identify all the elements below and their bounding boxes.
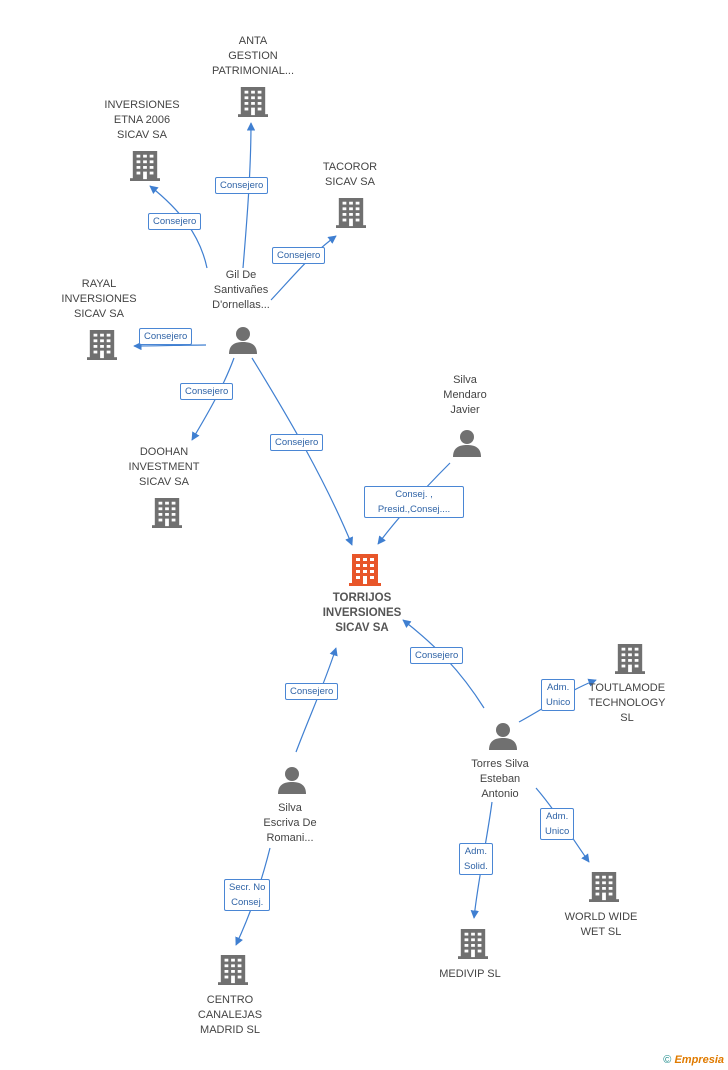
- escriva-label[interactable]: Silva Escriva De Romani...: [263, 802, 317, 844]
- etna-label[interactable]: INVERSIONES ETNA 2006 SICAV SA: [104, 99, 180, 141]
- escriva-person-icon[interactable]: [277, 765, 307, 800]
- gil-label[interactable]: Gil De Santivañes D'ornellas...: [212, 269, 270, 311]
- relation-toutlamode[interactable]: Adm. Unico: [541, 679, 576, 711]
- main-company-label[interactable]: TORRIJOS INVERSIONES SICAV SA: [322, 592, 402, 634]
- worldwide-label[interactable]: WORLD WIDE WET SL: [564, 911, 638, 938]
- edge-gil-rayal: [133, 341, 207, 351]
- mendaro-label[interactable]: Silva Mendaro Javier: [443, 374, 487, 416]
- centro-building-icon[interactable]: [218, 953, 248, 992]
- relation-mendaro[interactable]: Consej. , Presid.,Consej....: [364, 486, 464, 518]
- rayal-label[interactable]: RAYAL INVERSIONES SICAV SA: [61, 278, 137, 320]
- edge-gil-main: [251, 357, 353, 546]
- footer-brand: © Empresia: [663, 1054, 724, 1066]
- relation-gil-main[interactable]: Consejero: [270, 434, 324, 451]
- gil-person-icon[interactable]: [228, 325, 258, 360]
- medivip-label[interactable]: MEDIVIP SL: [439, 968, 501, 980]
- relation-etna[interactable]: Consejero: [148, 213, 202, 230]
- anta-building-icon[interactable]: [238, 85, 268, 124]
- doohan-label[interactable]: DOOHAN INVESTMENT SICAV SA: [128, 446, 200, 488]
- copyright-icon: ©: [663, 1054, 672, 1066]
- relation-anta[interactable]: Consejero: [215, 177, 269, 194]
- tacoror-label[interactable]: TACOROR SICAV SA: [322, 161, 378, 188]
- relation-medivip[interactable]: Adm. Solid.: [459, 843, 493, 875]
- relation-doohan[interactable]: Consejero: [180, 383, 234, 400]
- relation-rayal[interactable]: Consejero: [139, 328, 193, 345]
- relation-centro[interactable]: Secr. No Consej.: [224, 879, 271, 911]
- anta-label[interactable]: ANTA GESTION PATRIMONIAL...: [211, 35, 295, 77]
- tacoror-building-icon[interactable]: [336, 196, 366, 235]
- relation-escriva-main[interactable]: Consejero: [285, 683, 339, 700]
- torres-person-icon[interactable]: [488, 721, 518, 756]
- edge-escriva-main: [295, 647, 338, 753]
- worldwide-building-icon[interactable]: [589, 870, 619, 909]
- relation-tacoror[interactable]: Consejero: [272, 247, 326, 264]
- brand-name: Empresia: [674, 1054, 724, 1066]
- rayal-building-icon[interactable]: [87, 328, 117, 367]
- mendaro-person-icon[interactable]: [452, 428, 482, 463]
- toutlamode-building-icon[interactable]: [615, 642, 645, 681]
- medivip-building-icon[interactable]: [458, 927, 488, 966]
- centro-label[interactable]: CENTRO CANALEJAS MADRID SL: [197, 994, 263, 1036]
- etna-building-icon[interactable]: [130, 149, 160, 188]
- relation-worldwide[interactable]: Adm. Unico: [540, 808, 575, 840]
- main-company-building-icon[interactable]: [349, 553, 381, 592]
- edge-gil-anta: [242, 122, 256, 269]
- torres-label[interactable]: Torres Silva Esteban Antonio: [471, 758, 529, 800]
- edge-gil-tacoror: [270, 235, 337, 301]
- doohan-building-icon[interactable]: [152, 496, 182, 535]
- relation-torres-main[interactable]: Consejero: [410, 647, 464, 664]
- toutlamode-label[interactable]: TOUTLAMODE TECHNOLOGY SL: [588, 682, 666, 724]
